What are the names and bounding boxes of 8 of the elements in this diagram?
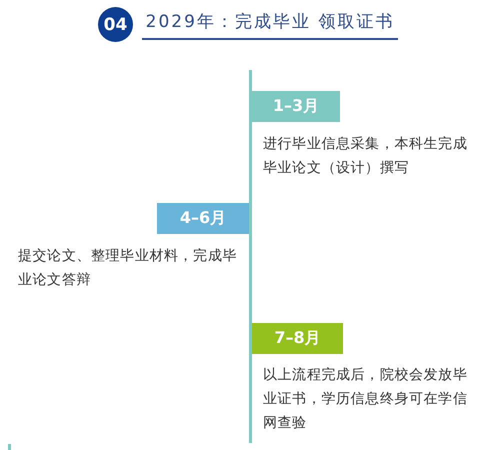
month-range-tab: 1–3月	[252, 91, 340, 122]
section-title: 2029年：完成毕业 领取证书	[142, 8, 398, 40]
step-number-circle: 04	[98, 7, 133, 42]
month-range-tab: 4–6月	[157, 203, 249, 234]
description-text: 提交论文、整理毕业材料，完成毕业论文答辩	[18, 247, 238, 290]
month-range-tab: 7–8月	[252, 323, 343, 354]
description-text: 以上流程完成后，院校会发放毕业证书，学历信息终身可在学信网查验	[263, 366, 468, 433]
description-text: 进行毕业信息采集，本科生完成毕业论文（设计）撰写	[263, 135, 468, 178]
